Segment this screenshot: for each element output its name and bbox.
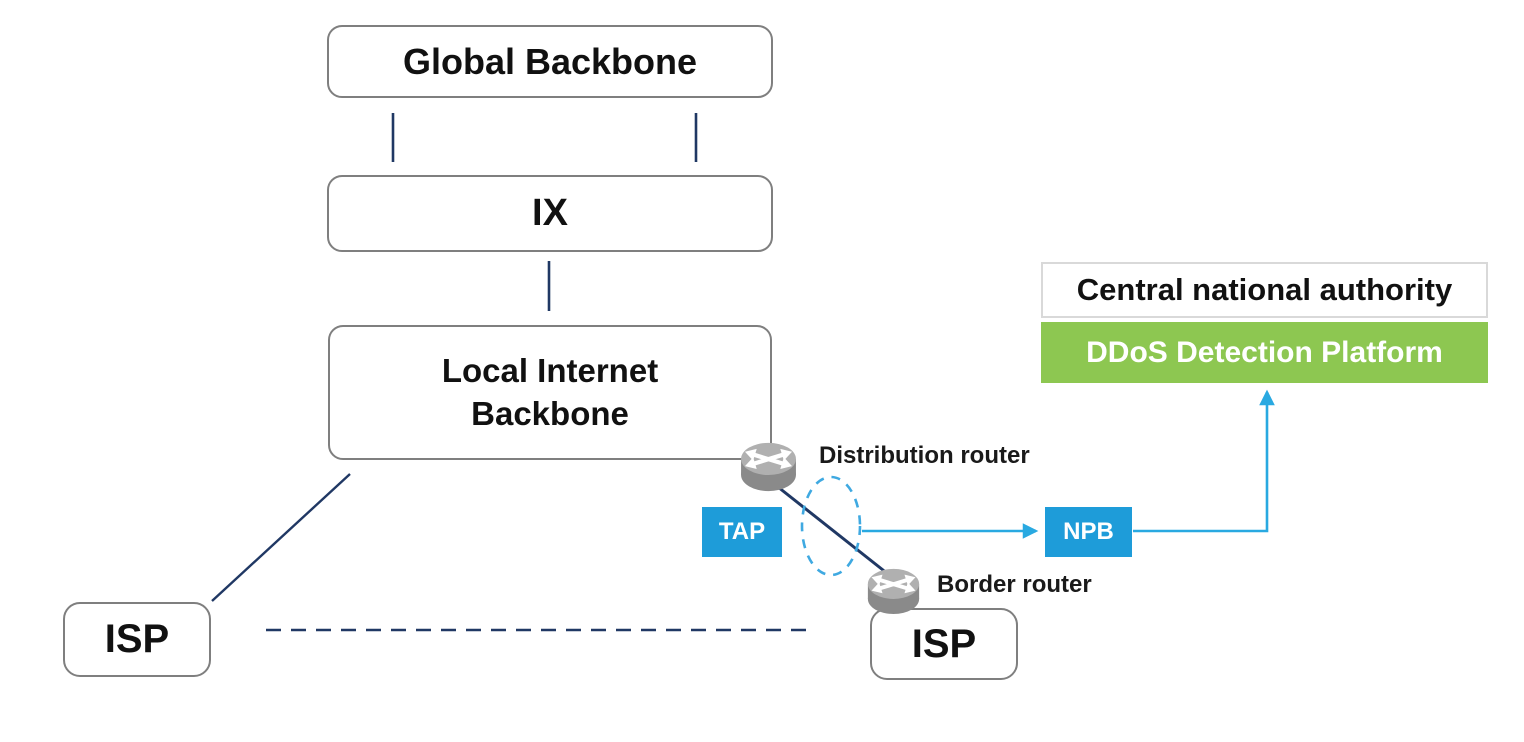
npb-to-platform-arrow	[1133, 389, 1275, 533]
tap-point-ellipse	[800, 475, 862, 577]
link-distribution-border	[777, 485, 889, 576]
link-local-isp-left	[211, 473, 351, 602]
distribution-router-icon	[741, 442, 796, 492]
node-npb: NPB	[1045, 507, 1132, 557]
node-global-backbone: Global Backbone	[327, 25, 773, 98]
router-cross-arrows	[744, 448, 793, 469]
node-central-national-authority: Central national authority	[1041, 262, 1488, 318]
node-tap: TAP	[702, 507, 782, 557]
border-router-label: Border router	[937, 571, 1092, 598]
isp-left-label: ISP	[104, 617, 170, 661]
global-backbone-label: Global Backbone	[402, 40, 698, 82]
node-ix: IX	[327, 175, 773, 252]
central-national-authority-label: Central national authority	[1076, 272, 1453, 307]
border-router-icon	[867, 568, 920, 614]
node-local-internet-backbone: Local Internet Backbone	[328, 325, 772, 460]
node-ddos-detection-platform: DDoS Detection Platform	[1041, 322, 1488, 383]
isp-right-label: ISP	[911, 621, 977, 666]
node-isp-right: ISP	[870, 608, 1018, 680]
router-cross-arrows	[871, 574, 916, 594]
npb-label: NPB	[1063, 518, 1114, 545]
local-internet-backbone-label: Local Internet Backbone	[441, 352, 659, 432]
node-isp-left: ISP	[63, 602, 211, 677]
tap-label: TAP	[718, 518, 766, 545]
ddos-detection-platform-label: DDoS Detection Platform	[1086, 335, 1443, 369]
ix-label: IX	[532, 192, 568, 234]
distribution-router-label: Distribution router	[819, 442, 1030, 469]
